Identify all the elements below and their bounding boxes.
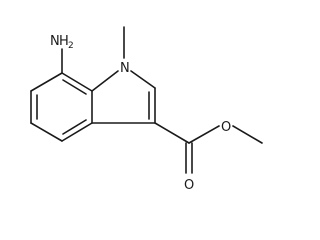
bond-c7-c6 (30, 72, 63, 92)
amine-hydrogen-count: 2 (68, 41, 74, 51)
carbonyl-oxygen-label: O (184, 178, 194, 193)
bond-c7a-c7 (61, 72, 93, 92)
bond-c4-c3a (61, 122, 93, 142)
amine-hydrogen-label: H (59, 34, 69, 49)
pyrrole-ring (91, 70, 156, 124)
substituent-bonds (61, 26, 263, 174)
atom-labels: N H 2 N O O (50, 34, 231, 193)
amine-nitrogen-label: N (50, 34, 60, 49)
bond-ester-carbon-oxygen (188, 125, 220, 144)
bond-c3-ester-carbon (154, 122, 190, 144)
molecule-structure: N H 2 N O O (30, 26, 263, 193)
bond-c5-c4 (30, 122, 63, 142)
benzene-ring (30, 72, 93, 142)
ester-oxygen-label: O (221, 120, 231, 135)
bond-oxygen-methyl (232, 125, 263, 144)
ring-nitrogen-label: N (120, 61, 130, 76)
bond-c7a-c7-inner (62, 79, 87, 95)
bond-c7a-n1 (91, 70, 119, 92)
bond-n1-c2 (130, 70, 156, 89)
bond-c4-c3a-inner (62, 119, 87, 135)
